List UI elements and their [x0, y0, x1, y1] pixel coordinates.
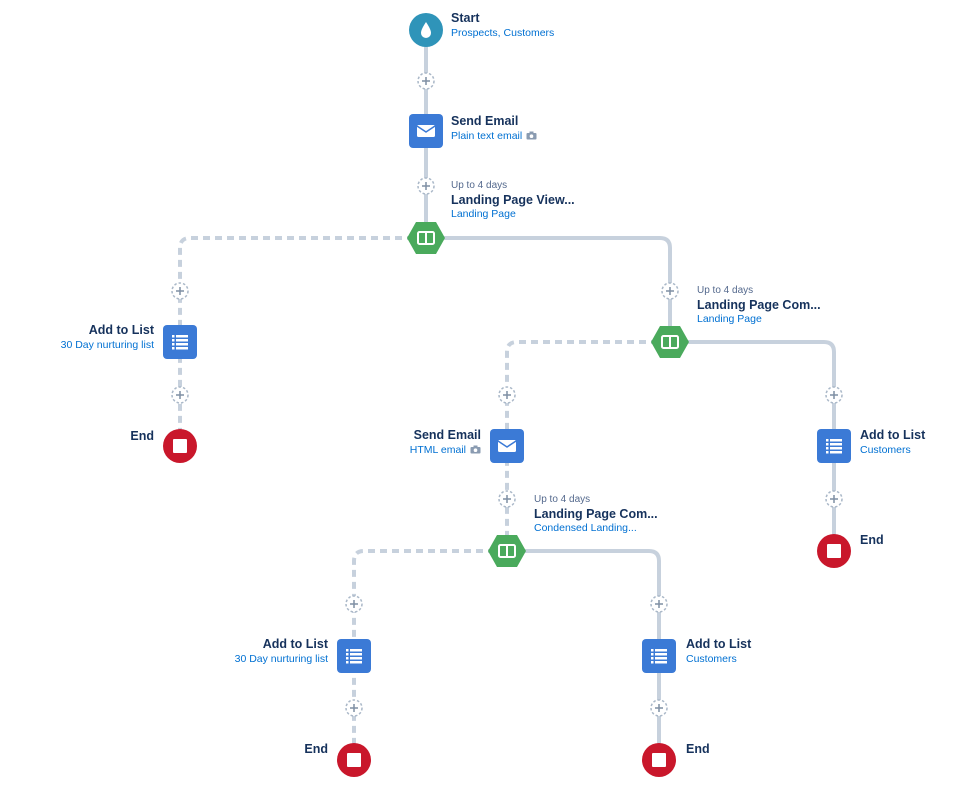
edge-split2-no: [505, 340, 670, 551]
add-step-plus-icon[interactable]: [650, 699, 668, 717]
add-to-list-a-node[interactable]: [163, 325, 197, 359]
add-step-plus-icon[interactable]: [825, 490, 843, 508]
end-d-node[interactable]: [642, 743, 676, 777]
edge-split3-no: [352, 549, 507, 760]
end-c-node[interactable]: [337, 743, 371, 777]
split-3-node[interactable]: [488, 535, 526, 567]
drop-icon: [421, 22, 431, 38]
add-to-list-b-list[interactable]: Customers: [860, 443, 911, 456]
end-a-node[interactable]: [163, 429, 197, 463]
add-to-list-a-label[interactable]: Add to List 30 Day nurturing list: [61, 323, 154, 352]
split-icon: [417, 231, 435, 245]
end-d-label: End: [686, 742, 710, 758]
split-icon: [498, 544, 516, 558]
add-to-list-d-label[interactable]: Add to List Customers: [686, 637, 751, 666]
split-3-title: Landing Page Com...: [534, 506, 658, 521]
end-b-title: End: [860, 533, 884, 547]
edge-split2-yes: [670, 340, 836, 551]
add-to-list-b-node[interactable]: [817, 429, 851, 463]
add-step-plus-icon[interactable]: [661, 282, 679, 300]
add-to-list-c-title: Add to List: [262, 637, 328, 651]
start-title: Start: [451, 11, 480, 25]
end-a-title: End: [130, 429, 154, 443]
end-a-label: End: [130, 429, 154, 445]
list-icon: [346, 649, 362, 664]
send-email-2-node[interactable]: [490, 429, 524, 463]
email-icon: [497, 440, 517, 452]
split-2-asset[interactable]: Landing Page: [697, 313, 762, 326]
add-to-list-d-node[interactable]: [642, 639, 676, 673]
stop-icon: [827, 544, 841, 558]
edge-split3-yes: [507, 549, 661, 760]
edge-split1-yes: [426, 236, 672, 342]
add-to-list-b-title: Add to List: [860, 428, 926, 442]
send-email-1-title: Send Email: [451, 114, 519, 128]
add-step-plus-icon[interactable]: [650, 595, 668, 613]
end-c-label: End: [304, 742, 328, 758]
split-3-asset[interactable]: Condensed Landing...: [534, 522, 637, 535]
add-step-plus-icon[interactable]: [171, 282, 189, 300]
stop-icon: [173, 439, 187, 453]
split-1-title: Landing Page View...: [451, 192, 575, 207]
start-audience[interactable]: Prospects, Customers: [451, 26, 555, 39]
add-step-buttons: [171, 72, 843, 717]
add-step-plus-icon[interactable]: [345, 595, 363, 613]
add-step-plus-icon[interactable]: [417, 72, 435, 90]
add-to-list-a-list[interactable]: 30 Day nurturing list: [60, 338, 154, 351]
send-email-1-node[interactable]: [409, 114, 443, 148]
split-2-title: Landing Page Com...: [697, 297, 821, 312]
end-b-node[interactable]: [817, 534, 851, 568]
camera-icon[interactable]: [526, 131, 537, 140]
list-icon: [172, 335, 188, 350]
split-2-node[interactable]: [651, 326, 689, 358]
send-email-2-title: Send Email: [413, 428, 481, 442]
start-label[interactable]: Start Prospects, Customers: [451, 11, 554, 40]
add-to-list-c-node[interactable]: [337, 639, 371, 673]
list-icon: [651, 649, 667, 664]
camera-icon[interactable]: [470, 445, 481, 454]
send-email-2-label[interactable]: Send Email HTML email: [410, 428, 481, 457]
add-to-list-c-list[interactable]: 30 Day nurturing list: [234, 652, 328, 665]
split-3-label[interactable]: Up to 4 days Landing Page Com... Condens…: [534, 494, 658, 535]
email-icon: [416, 125, 436, 137]
nodes: [163, 13, 851, 777]
split-1-wait: Up to 4 days: [451, 180, 508, 191]
end-b-label: End: [860, 533, 884, 549]
send-email-1-template[interactable]: Plain text email: [451, 129, 523, 142]
send-email-1-label[interactable]: Send Email Plain text email: [451, 114, 537, 143]
split-icon: [661, 335, 679, 349]
add-to-list-d-title: Add to List: [686, 637, 752, 651]
add-to-list-c-label[interactable]: Add to List 30 Day nurturing list: [235, 637, 328, 666]
stop-icon: [652, 753, 666, 767]
send-email-2-template[interactable]: HTML email: [409, 443, 466, 456]
add-to-list-b-label[interactable]: Add to List Customers: [860, 428, 925, 457]
end-d-title: End: [686, 742, 710, 756]
add-step-plus-icon[interactable]: [498, 386, 516, 404]
connectors: [178, 30, 836, 760]
split-1-asset[interactable]: Landing Page: [451, 208, 516, 221]
edge-split1-no: [178, 236, 426, 446]
add-to-list-a-title: Add to List: [88, 323, 154, 337]
add-to-list-d-list[interactable]: Customers: [686, 652, 737, 665]
list-icon: [826, 439, 842, 454]
split-1-label[interactable]: Up to 4 days Landing Page View... Landin…: [451, 180, 575, 221]
split-2-label[interactable]: Up to 4 days Landing Page Com... Landing…: [697, 285, 821, 326]
add-step-plus-icon[interactable]: [171, 386, 189, 404]
end-c-title: End: [304, 742, 328, 756]
add-step-plus-icon[interactable]: [498, 490, 516, 508]
start-node[interactable]: [409, 13, 443, 47]
split-2-wait: Up to 4 days: [697, 285, 754, 296]
split-1-node[interactable]: [407, 222, 445, 254]
split-3-wait: Up to 4 days: [534, 494, 591, 505]
stop-icon: [347, 753, 361, 767]
add-step-plus-icon[interactable]: [417, 177, 435, 195]
add-step-plus-icon[interactable]: [345, 699, 363, 717]
add-step-plus-icon[interactable]: [825, 386, 843, 404]
